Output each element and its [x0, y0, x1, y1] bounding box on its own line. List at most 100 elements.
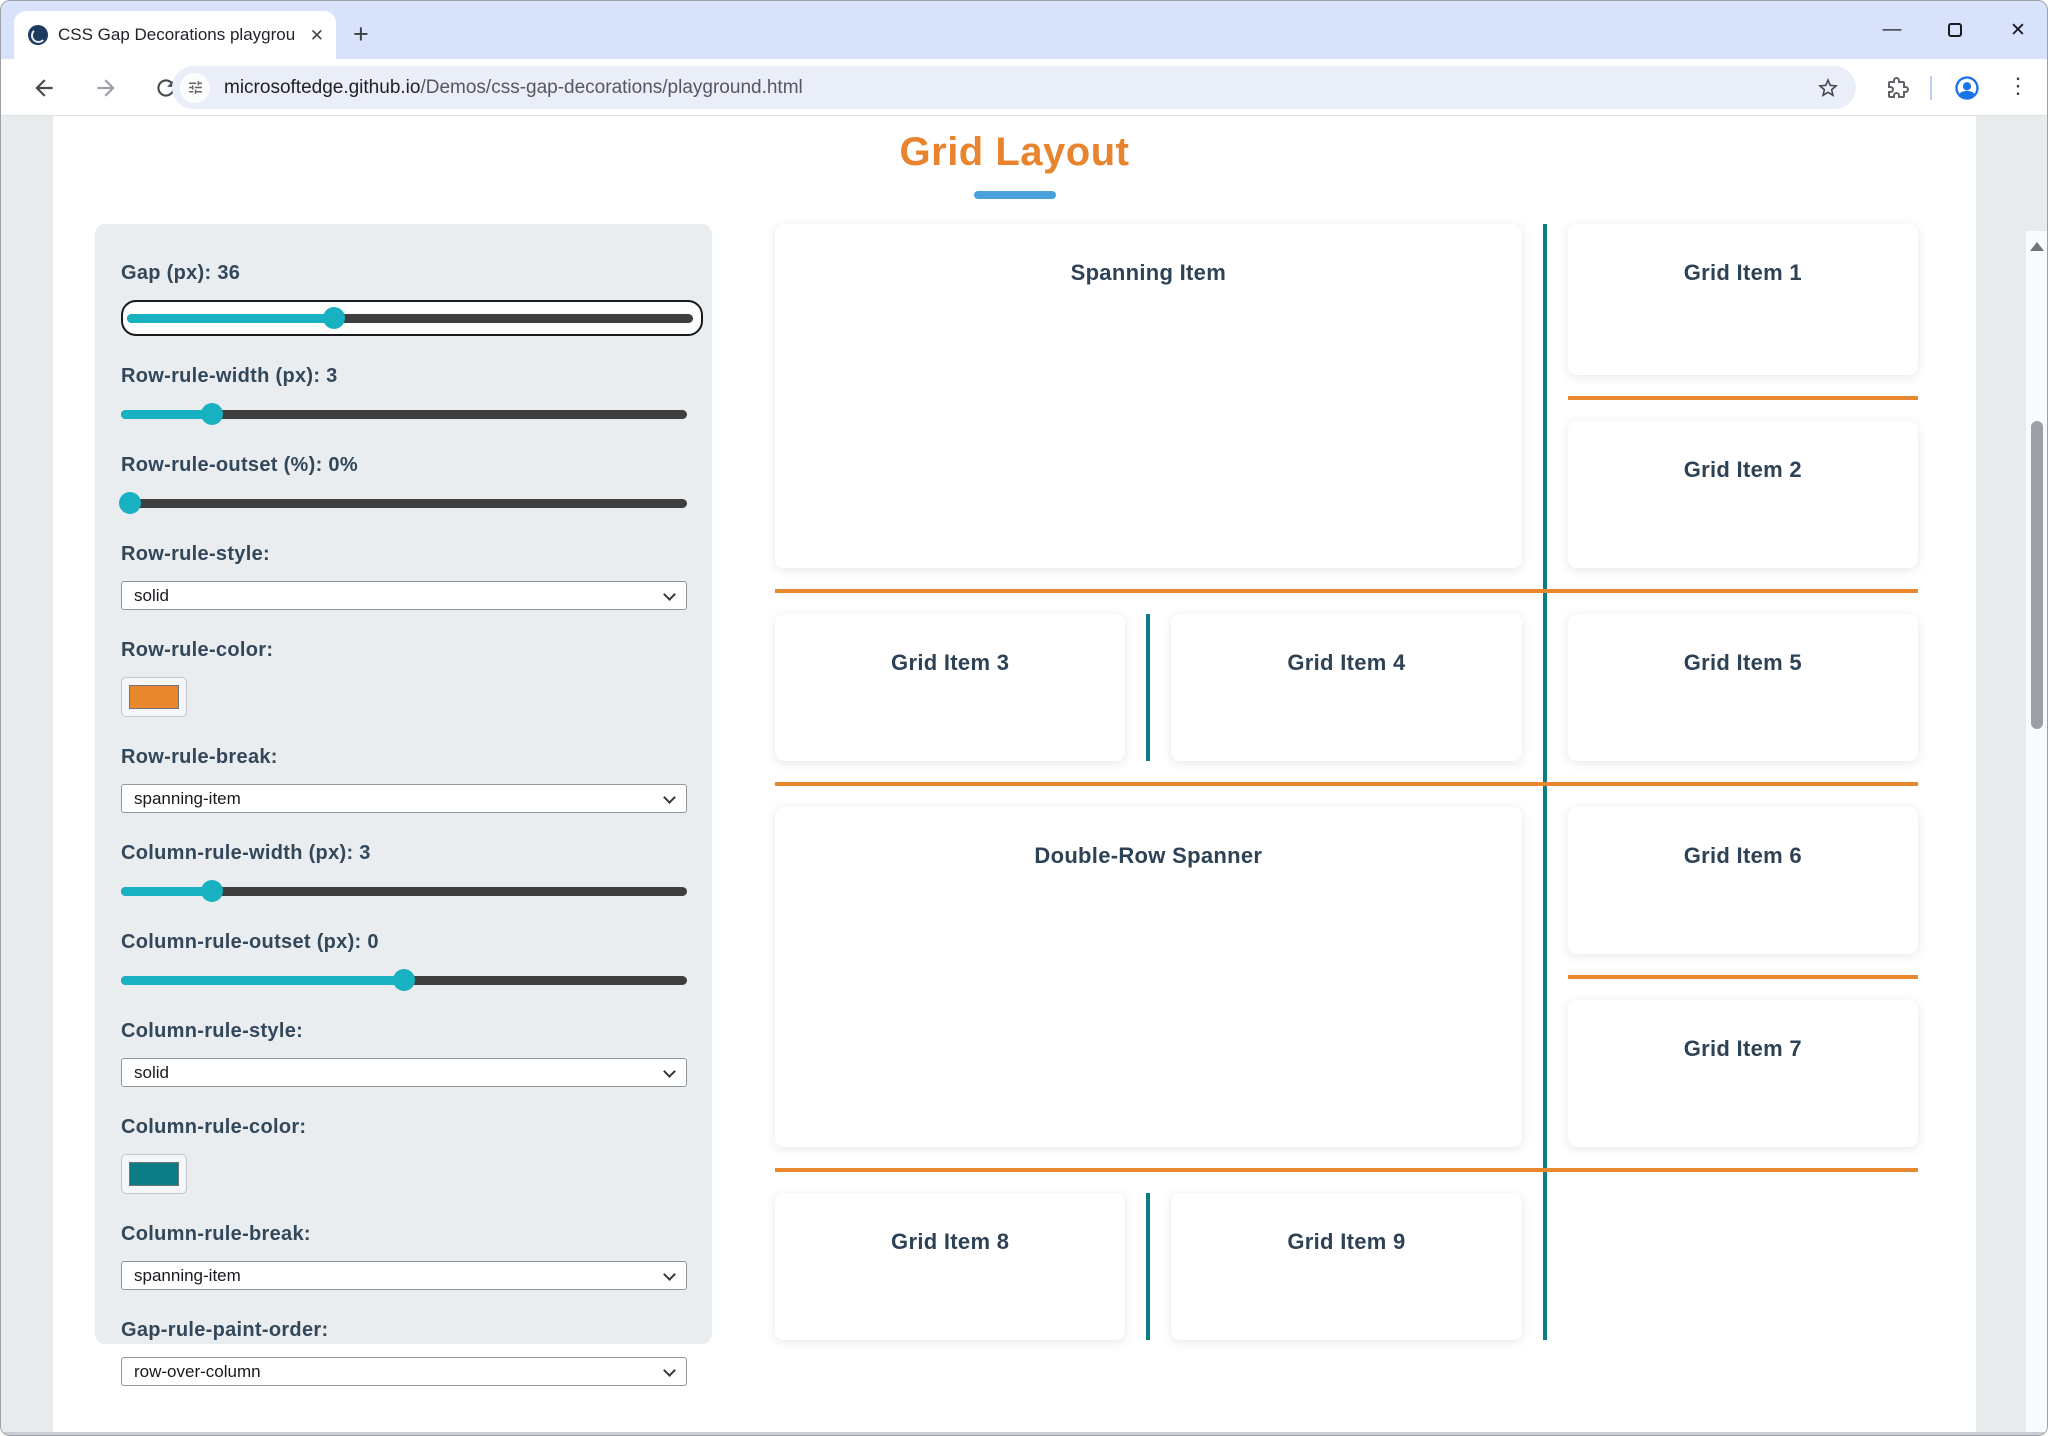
column-rule-break-select-value: spanning-item: [134, 1265, 241, 1285]
tab-strip: CSS Gap Decorations playgroun ✕ + — ✕: [1, 1, 2047, 59]
chevron-down-icon: [663, 588, 676, 601]
row-rule-break-select-group: Row-rule-break: spanning-item: [121, 746, 687, 813]
row-rule-color-picker-swatch: [129, 685, 179, 709]
row-rule-orange: [775, 1168, 1918, 1172]
page-main: Grid Layout Gap (px): 36 Row-rule-width (…: [53, 116, 1976, 1435]
row-rule-orange: [775, 589, 1918, 593]
chevron-down-icon: [663, 1268, 676, 1281]
row-rule-width-slider-group: Row-rule-width (px): 3: [121, 365, 687, 425]
tab-close-icon[interactable]: ✕: [309, 25, 324, 45]
gap-slider-focus-ring: [121, 300, 703, 336]
grid-card-label: Grid Item 8: [891, 1229, 1010, 1254]
gap-rule-paint-order-select-group: Gap-rule-paint-order: row-over-column: [121, 1319, 687, 1386]
row-rule-width-slider-thumb[interactable]: [200, 403, 223, 425]
tab-title: CSS Gap Decorations playgroun: [58, 25, 296, 44]
chevron-down-icon: [663, 1364, 676, 1377]
row-rule-outset-slider-group: Row-rule-outset (%): 0%: [118, 454, 687, 514]
grid-card-label: Grid Item 4: [1287, 650, 1406, 675]
column-rule-style-select-value: solid: [134, 1062, 169, 1082]
url-text: microsoftedge.github.io/Demos/css-gap-de…: [224, 77, 803, 99]
row-rule-break-select[interactable]: spanning-item: [121, 784, 687, 813]
row-rule-outset-slider-thumb[interactable]: [118, 492, 141, 514]
column-rule-color-picker-swatch: [129, 1162, 179, 1186]
column-rule-color-picker-label: Column-rule-color:: [121, 1116, 307, 1138]
row-rule-width-slider[interactable]: [121, 403, 687, 425]
forward-icon[interactable]: [93, 75, 119, 101]
site-info-icon[interactable]: [180, 72, 210, 103]
grid-card-grid-item-1: Grid Item 1: [1567, 224, 1918, 375]
toolbar-separator: [1930, 76, 1932, 100]
browser-tab[interactable]: CSS Gap Decorations playgroun ✕: [14, 11, 336, 59]
grid-card-label: Grid Item 2: [1683, 457, 1802, 482]
row-rule-orange: [1567, 396, 1918, 400]
grid-card-grid-item-8: Grid Item 8: [775, 1193, 1126, 1340]
gap-rule-paint-order-select-label: Gap-rule-paint-order:: [121, 1319, 329, 1341]
row-rule-style-select[interactable]: solid: [121, 581, 687, 610]
column-rule-outset-slider-thumb[interactable]: [393, 969, 415, 991]
grid-card-label: Double-Row Spanner: [1034, 843, 1263, 868]
chevron-down-icon: [663, 1065, 676, 1078]
row-rule-outset-slider-label: Row-rule-outset (%): 0%: [121, 454, 358, 476]
vertical-scrollbar[interactable]: [2026, 231, 2047, 1435]
maximize-button[interactable]: [1926, 1, 1984, 59]
new-tab-button[interactable]: +: [353, 19, 369, 49]
url-path: /Demos/css-gap-decorations/playground.ht…: [420, 76, 803, 98]
column-rule-style-select-label: Column-rule-style:: [121, 1020, 304, 1042]
column-rule-break-select-label: Column-rule-break:: [121, 1223, 311, 1245]
column-rule-width-slider[interactable]: [121, 880, 687, 902]
gap-slider-track[interactable]: [127, 314, 693, 323]
bookmark-star-icon[interactable]: [1816, 76, 1840, 100]
gap-rule-paint-order-select[interactable]: row-over-column: [121, 1357, 687, 1386]
tab-favicon-icon: [28, 25, 48, 45]
column-rule-color-picker[interactable]: [121, 1154, 187, 1194]
grid-card-grid-item-5: Grid Item 5: [1567, 614, 1918, 761]
address-bar[interactable]: microsoftedge.github.io/Demos/css-gap-de…: [172, 66, 1856, 109]
row-rule-width-slider-track[interactable]: [121, 410, 687, 419]
row-rule-orange: [1567, 975, 1918, 979]
row-rule-style-select-value: solid: [134, 585, 169, 605]
maximize-icon: [1948, 23, 1962, 37]
column-rule-width-slider-fill: [121, 887, 212, 896]
grid-card-double-row-spanner: Double-Row Spanner: [775, 807, 1522, 1147]
column-rule-width-slider-label: Column-rule-width (px): 3: [121, 842, 371, 864]
gap-slider-group: Gap (px): 36: [121, 262, 703, 336]
reload-icon[interactable]: [153, 75, 179, 101]
page-title: Grid Layout: [899, 130, 1130, 174]
row-rule-style-select-group: Row-rule-style:solid: [121, 543, 687, 610]
grid-card-label: Grid Item 7: [1683, 1036, 1802, 1061]
row-rule-break-select-label: Row-rule-break:: [121, 746, 278, 768]
row-rule-outset-slider-track[interactable]: [121, 499, 687, 508]
column-rule-break-select[interactable]: spanning-item: [121, 1261, 687, 1290]
row-rule-outset-slider[interactable]: [118, 492, 687, 514]
row-rule-color-picker-group: Row-rule-color:: [121, 639, 686, 717]
grid-card-label: Grid Item 9: [1287, 1229, 1406, 1254]
grid-card-label: Grid Item 1: [1683, 260, 1802, 285]
gap-slider-thumb[interactable]: [322, 307, 345, 329]
grid-card-grid-item-4: Grid Item 4: [1171, 614, 1522, 761]
column-rule-teal: [1146, 1193, 1151, 1340]
back-icon[interactable]: [31, 75, 57, 101]
close-window-button[interactable]: ✕: [2010, 19, 2026, 41]
row-rule-color-picker[interactable]: [121, 677, 187, 717]
scrollbar-thumb[interactable]: [2031, 421, 2043, 729]
scrollbar-up-icon[interactable]: [2030, 242, 2044, 251]
menu-kebab-icon[interactable]: ⋮: [2007, 73, 2029, 98]
row-rule-width-slider-fill: [121, 410, 212, 419]
title-underline: [973, 191, 1056, 199]
row-rule-color-picker-label: Row-rule-color:: [121, 639, 274, 661]
column-rule-style-select[interactable]: solid: [121, 1058, 687, 1087]
column-rule-color-picker-group: Column-rule-color:: [121, 1116, 686, 1194]
profile-avatar-icon[interactable]: [1953, 74, 1981, 102]
grid-card-grid-item-7: Grid Item 7: [1567, 1000, 1918, 1147]
gap-slider[interactable]: [127, 307, 693, 329]
extensions-icon[interactable]: [1885, 76, 1909, 100]
column-rule-style-select-group: Column-rule-style: solid: [121, 1020, 687, 1087]
column-rule-outset-slider[interactable]: [121, 969, 687, 991]
column-rule-width-slider-thumb[interactable]: [200, 880, 223, 902]
window-bottom-edge: [1, 1432, 2047, 1435]
grid-card-label: Grid Item 3: [891, 650, 1010, 675]
grid-card-grid-item-9: Grid Item 9: [1171, 1193, 1522, 1340]
minimize-button[interactable]: —: [1882, 19, 1902, 40]
column-rule-width-slider-track[interactable]: [121, 887, 687, 896]
